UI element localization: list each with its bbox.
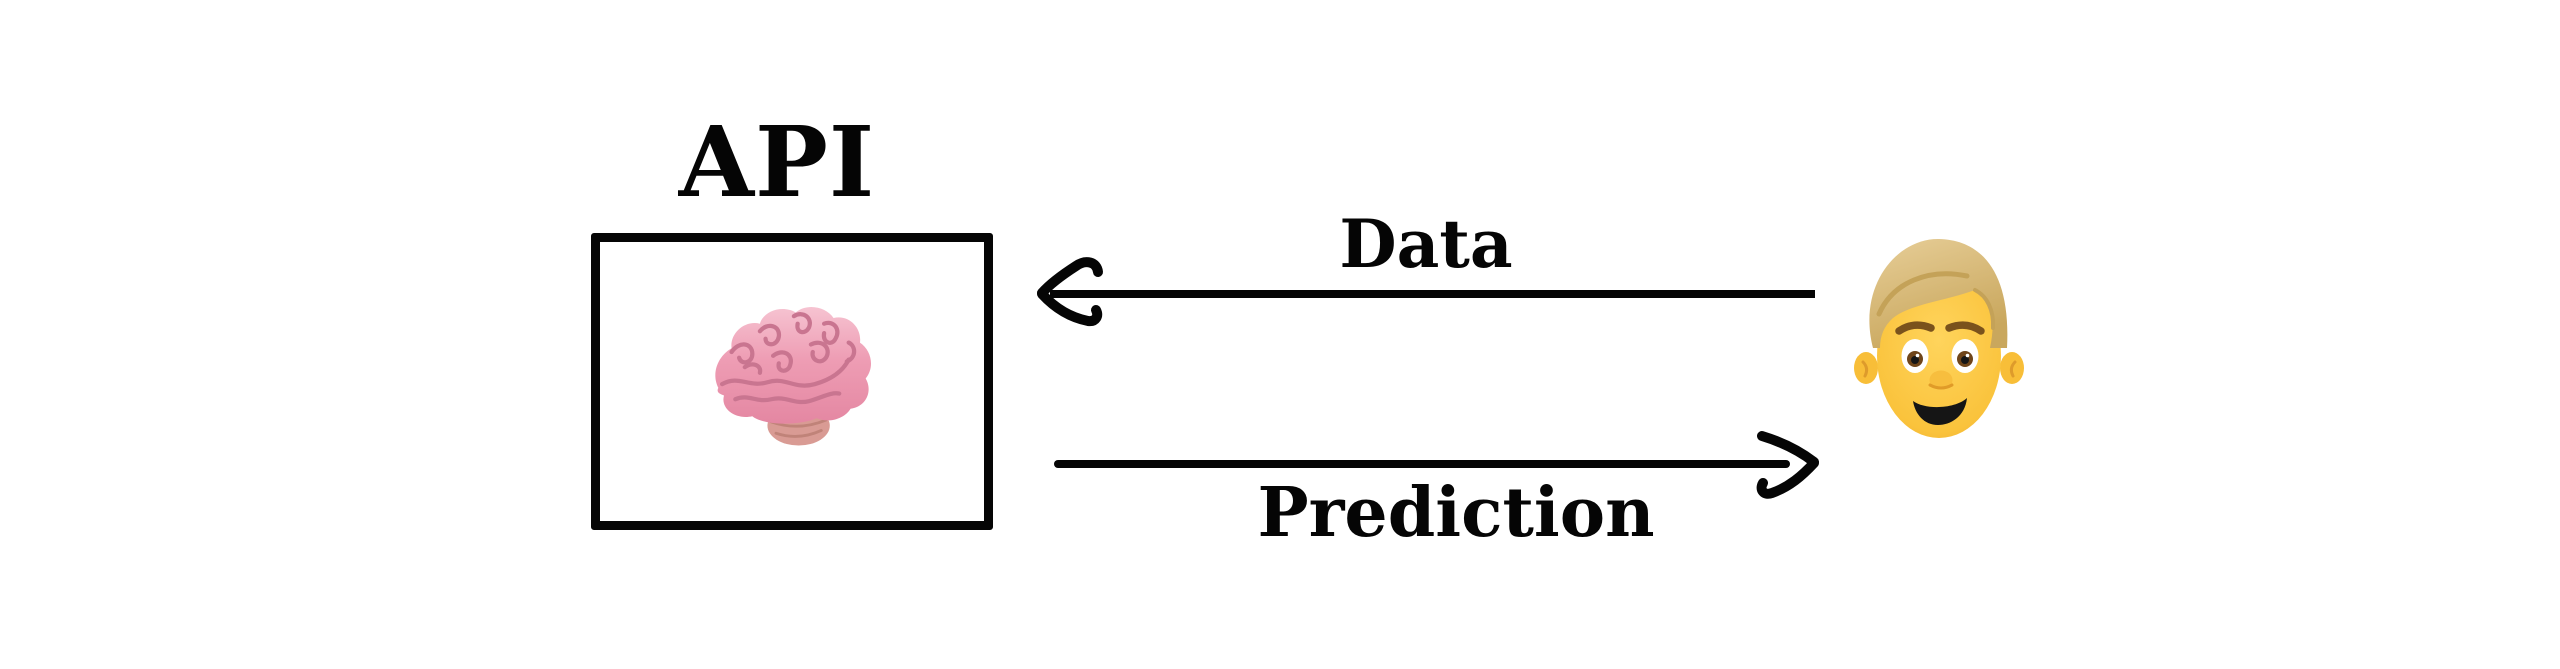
face [1877,274,2001,438]
nose [1928,370,1954,390]
hair [1869,238,2008,348]
mouth [1913,398,1967,425]
man-emoji-icon [1854,238,2024,438]
eyes [1901,339,1979,373]
prediction-arrow-label: Prediction [1257,473,1655,553]
data-arrow-label: Data [1339,205,1513,283]
brain-emoji-icon [715,306,872,446]
ears [1854,352,2024,384]
brain-folds [719,311,857,404]
api-box [591,233,993,530]
eyebrows [1895,321,1985,335]
api-box-title: API [678,105,876,219]
